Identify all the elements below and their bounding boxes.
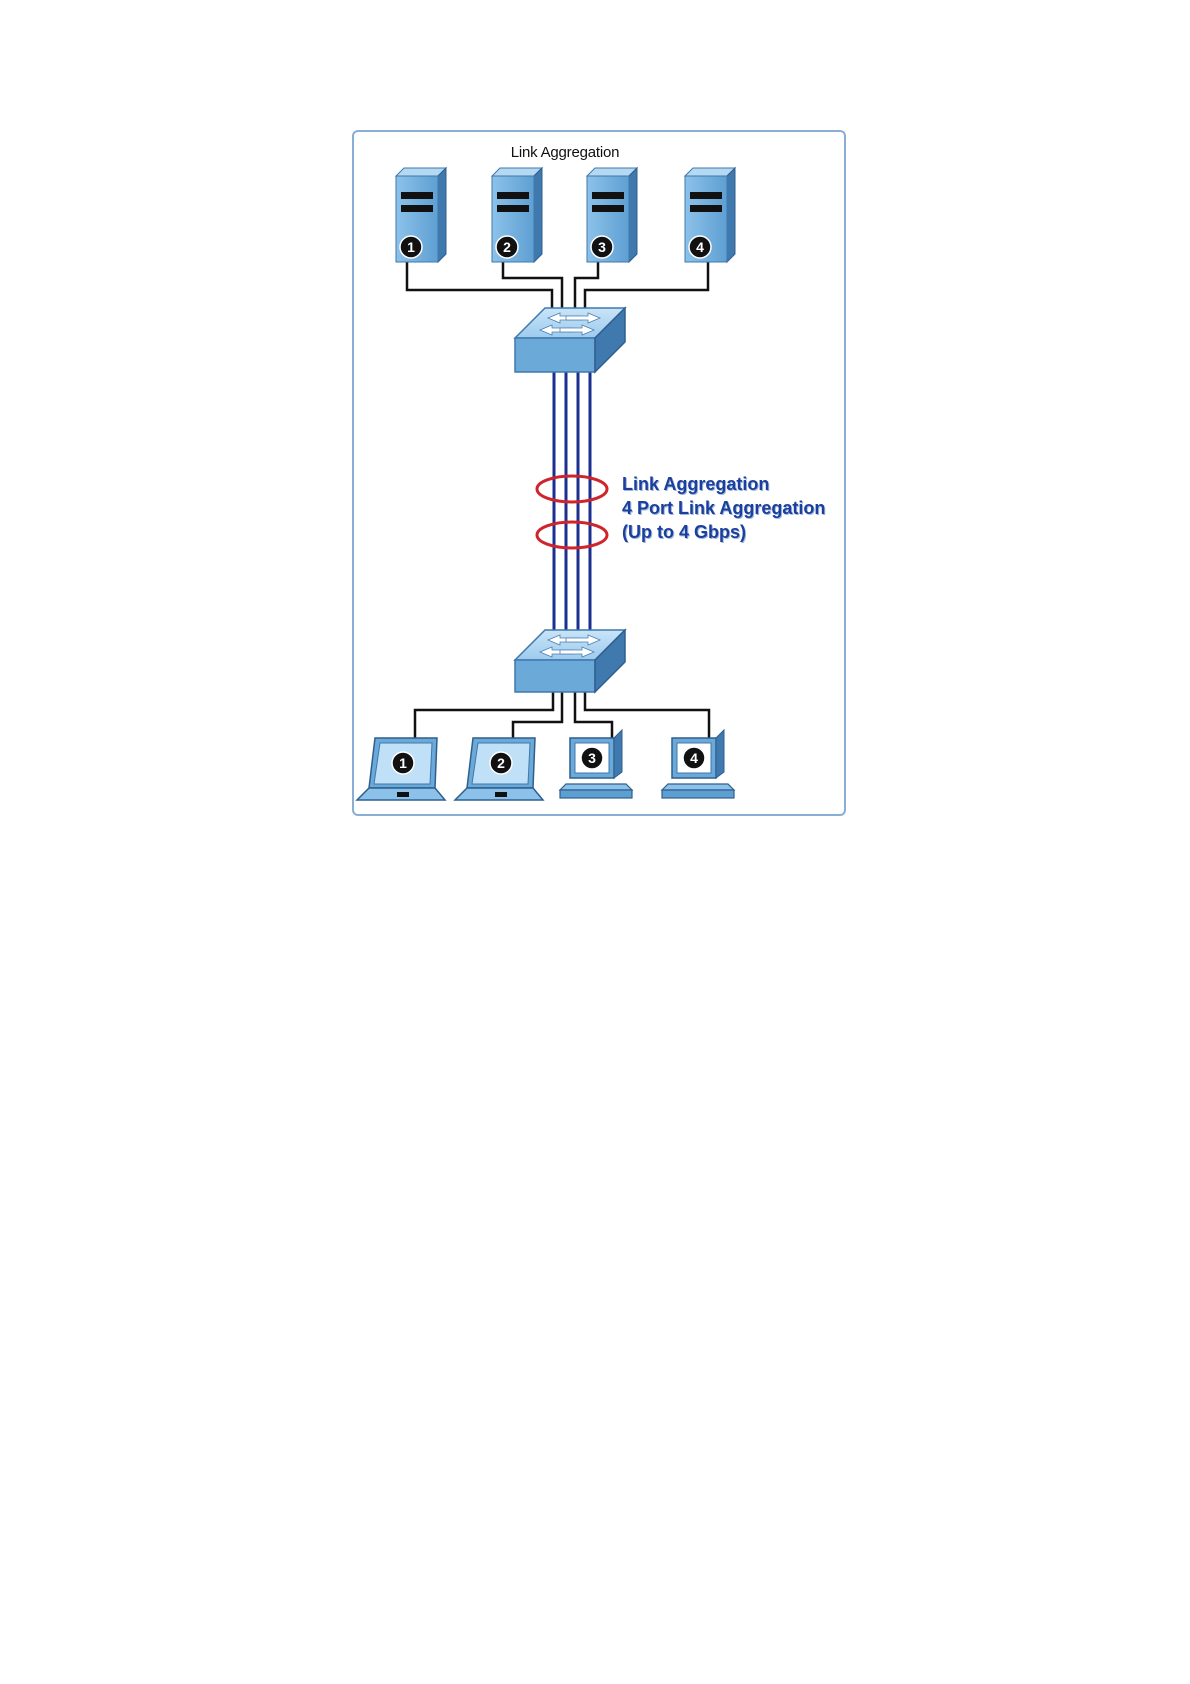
trunk-links (554, 372, 590, 642)
server-3-tower-server-icon: 3 (587, 168, 637, 262)
client-number-badge-1: 1 (392, 752, 414, 774)
upper-switch (515, 308, 625, 372)
server-cables (407, 262, 708, 308)
aggregation-ring-lower (537, 522, 607, 548)
aggregation-rings (537, 476, 607, 548)
client-number-4: 4 (690, 750, 698, 766)
client-number-badge-4: 4 (683, 747, 705, 769)
servers-group: 1 2 3 4 (396, 168, 735, 262)
client-cables (415, 690, 709, 738)
aggregation-ring-upper (537, 476, 607, 502)
client-number-3: 3 (588, 750, 596, 766)
server-number-badge-1: 1 (400, 236, 422, 258)
server-4-tower-server-icon: 4 (685, 168, 735, 262)
server-cable-4 (585, 262, 708, 308)
server-number-badge-4: 4 (689, 236, 711, 258)
client-cable-1 (415, 690, 553, 738)
clients-group: 1 2 3 4 (357, 730, 734, 800)
client-cable-4 (585, 690, 709, 738)
server-number-badge-3: 3 (591, 236, 613, 258)
server-number-1: 1 (407, 239, 415, 255)
client-2-laptop-icon: 2 (455, 738, 543, 800)
client-number-badge-3: 3 (581, 747, 603, 769)
server-number-4: 4 (696, 239, 704, 255)
lower-switch (515, 630, 625, 692)
aggregation-callout: Link Aggregation 4 Port Link Aggregation… (622, 472, 825, 544)
client-1-laptop-icon: 1 (357, 738, 445, 800)
server-number-2: 2 (503, 239, 511, 255)
server-cable-1 (407, 262, 552, 308)
server-number-badge-2: 2 (496, 236, 518, 258)
server-1-tower-server-icon: 1 (396, 168, 446, 262)
callout-line-3: (Up to 4 Gbps) (622, 520, 825, 544)
callout-line-1: Link Aggregation (622, 472, 825, 496)
client-cable-3 (575, 690, 612, 738)
diagram-title: Link Aggregation (352, 144, 778, 161)
client-number-badge-2: 2 (490, 752, 512, 774)
client-cable-2 (513, 690, 562, 738)
client-3-desktop-pc-icon: 3 (560, 730, 632, 798)
server-number-3: 3 (598, 239, 606, 255)
client-number-2: 2 (497, 755, 505, 771)
client-number-1: 1 (399, 755, 407, 771)
client-4-desktop-pc-icon: 4 (662, 730, 734, 798)
server-2-tower-server-icon: 2 (492, 168, 542, 262)
callout-line-2: 4 Port Link Aggregation (622, 496, 825, 520)
server-cable-3 (575, 262, 598, 308)
